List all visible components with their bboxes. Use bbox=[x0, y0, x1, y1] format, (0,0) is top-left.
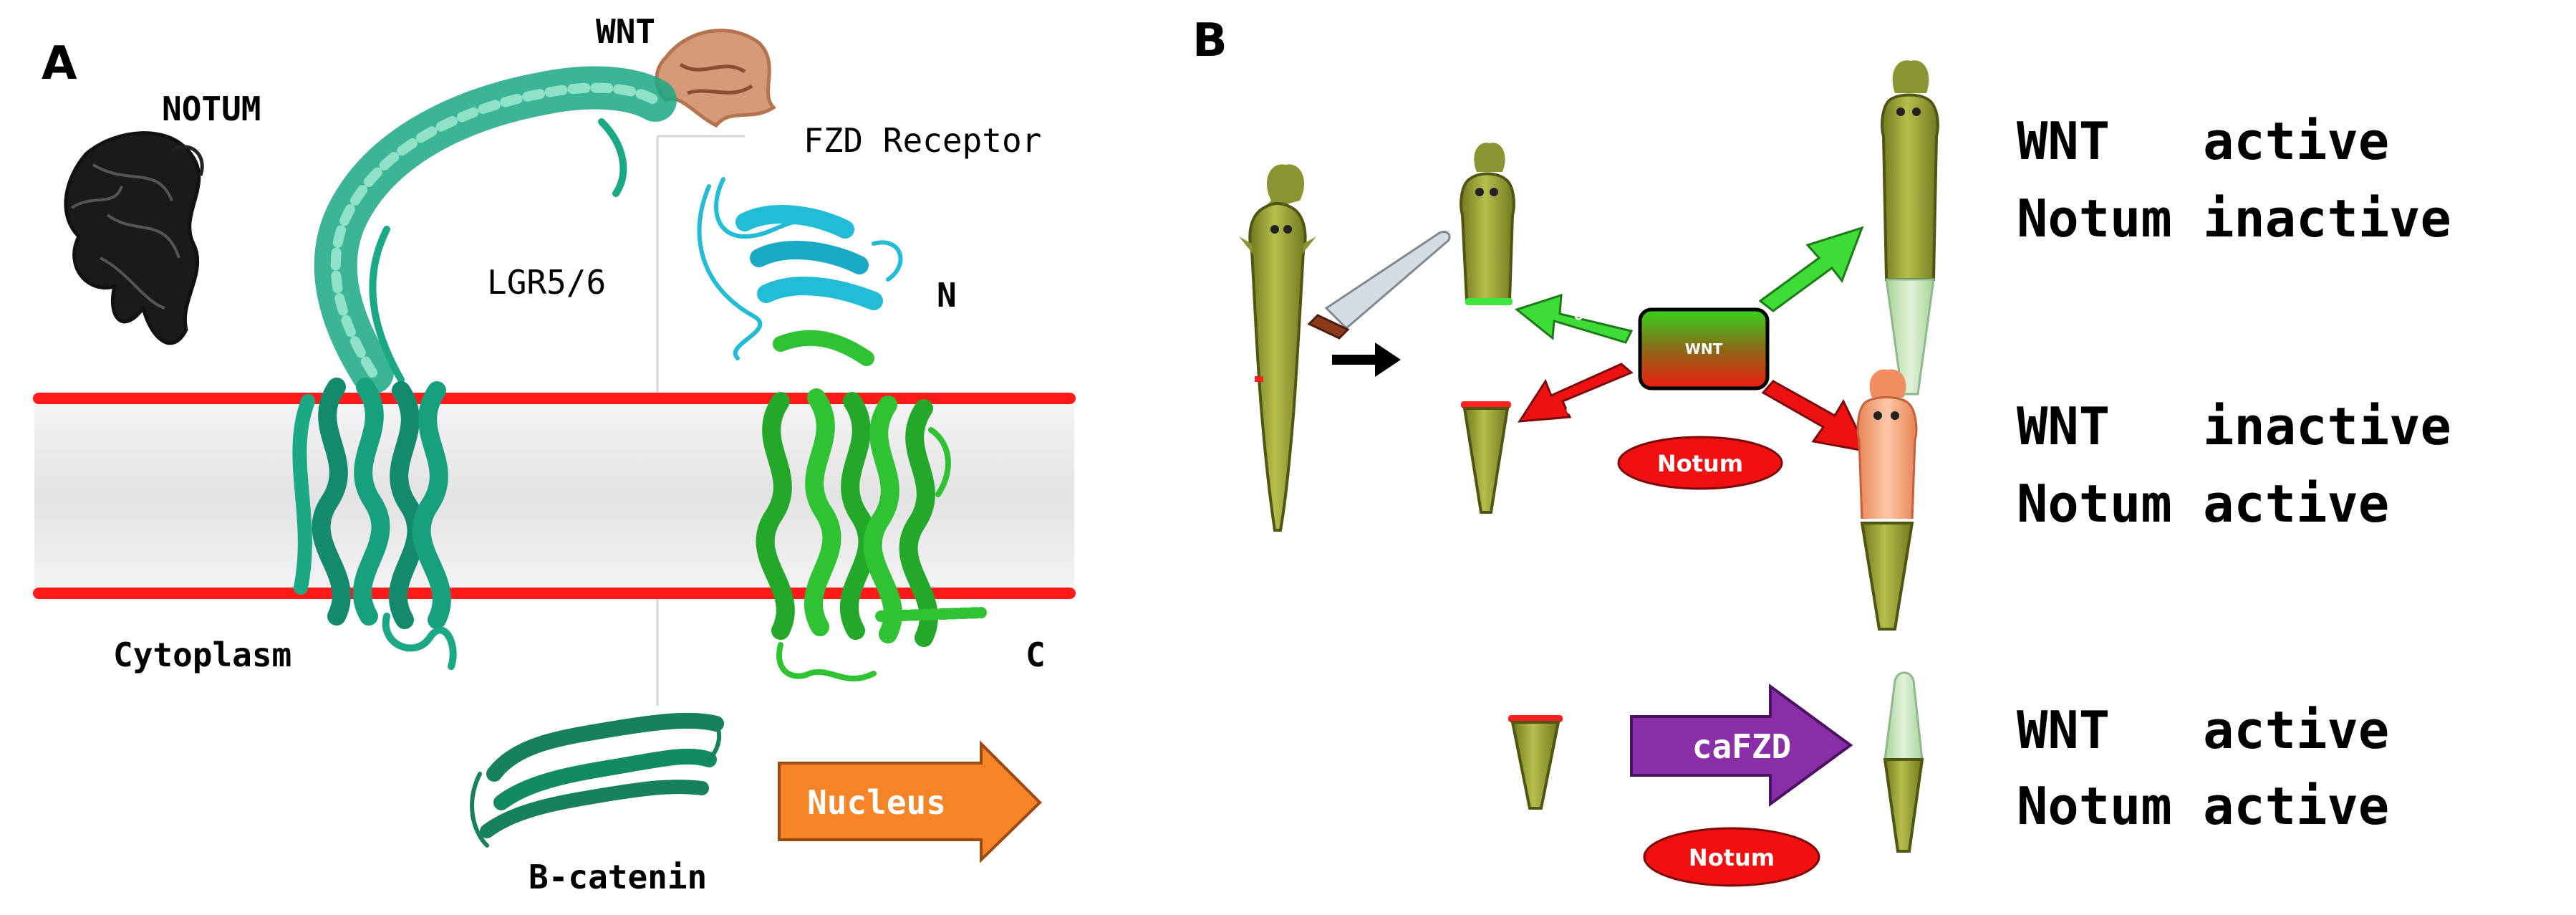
panel-a-letter: A bbox=[42, 37, 77, 90]
lgr-protein bbox=[292, 66, 677, 670]
panel-b-letter: B bbox=[1192, 14, 1227, 67]
notum-protein bbox=[64, 131, 204, 345]
off-arrow: OFF bbox=[1518, 363, 1634, 423]
nucleus-arrow: Nucleus bbox=[778, 740, 1042, 863]
worm-intact bbox=[1239, 164, 1316, 532]
fzd-protein bbox=[697, 177, 987, 682]
statement-2-line2: Notum active bbox=[2017, 474, 2389, 534]
lgr-label: LGR5/6 bbox=[487, 263, 606, 302]
statement-3-line1: WNT active bbox=[2017, 700, 2389, 760]
knife-icon bbox=[1307, 230, 1451, 340]
notum-pill-2: Notum bbox=[1643, 827, 1820, 887]
c-terminus-label: C bbox=[1026, 636, 1046, 674]
wnt-hub-label: WNT bbox=[1685, 340, 1723, 358]
worm-tail-fragment-bottom bbox=[1508, 715, 1563, 810]
statement-2-line1: WNT inactive bbox=[2017, 396, 2451, 456]
n-terminus-label: N bbox=[937, 276, 957, 315]
membrane-band bbox=[34, 401, 1074, 595]
b-catenin-label: B-catenin bbox=[529, 858, 707, 896]
fzd-receptor-label: FZD Receptor bbox=[804, 121, 1041, 160]
worm-regen-normal bbox=[1881, 60, 1939, 396]
statement-2: WNT inactive Notum active bbox=[2017, 396, 2451, 534]
notum-pill-1: Notum bbox=[1617, 436, 1783, 490]
notum-label: NOTUM bbox=[162, 90, 261, 128]
worm-tail-fragment bbox=[1461, 401, 1511, 514]
cut-arrow bbox=[1332, 342, 1401, 377]
statement-1-line1: WNT active bbox=[2017, 111, 2389, 171]
worm-head-fragment bbox=[1460, 143, 1515, 305]
statement-1: WNT active Notum inactive bbox=[2017, 111, 2451, 249]
nucleus-label: Nucleus bbox=[807, 783, 946, 822]
wnt-hub: WNT bbox=[1638, 307, 1770, 391]
panel-b: B bbox=[1192, 14, 2451, 887]
wnt-active-arrow bbox=[1758, 226, 1864, 312]
statement-3: WNT active Notum active bbox=[2017, 700, 2389, 836]
on-arrow: ON bbox=[1514, 293, 1634, 344]
panel-a: A NOTUM WNT bbox=[33, 12, 1076, 896]
statement-3-line2: Notum active bbox=[2017, 776, 2389, 836]
cafzd-arrow: caFZD bbox=[1630, 684, 1853, 807]
wnt-label-a: WNT bbox=[596, 12, 655, 51]
b-catenin-protein bbox=[470, 712, 724, 848]
notum-pill-1-label: Notum bbox=[1657, 450, 1743, 477]
cytoplasm-label: Cytoplasm bbox=[113, 636, 291, 674]
worm-regen-orange-head bbox=[1856, 369, 1918, 631]
statement-1-line2: Notum inactive bbox=[2017, 188, 2451, 249]
wnt-inactive-arrow bbox=[1761, 380, 1870, 454]
cafzd-label: caFZD bbox=[1692, 727, 1791, 766]
notum-pill-2-label: Notum bbox=[1689, 844, 1775, 871]
worm-regen-double-tail bbox=[1883, 671, 1924, 853]
wnt-protein bbox=[655, 29, 776, 128]
